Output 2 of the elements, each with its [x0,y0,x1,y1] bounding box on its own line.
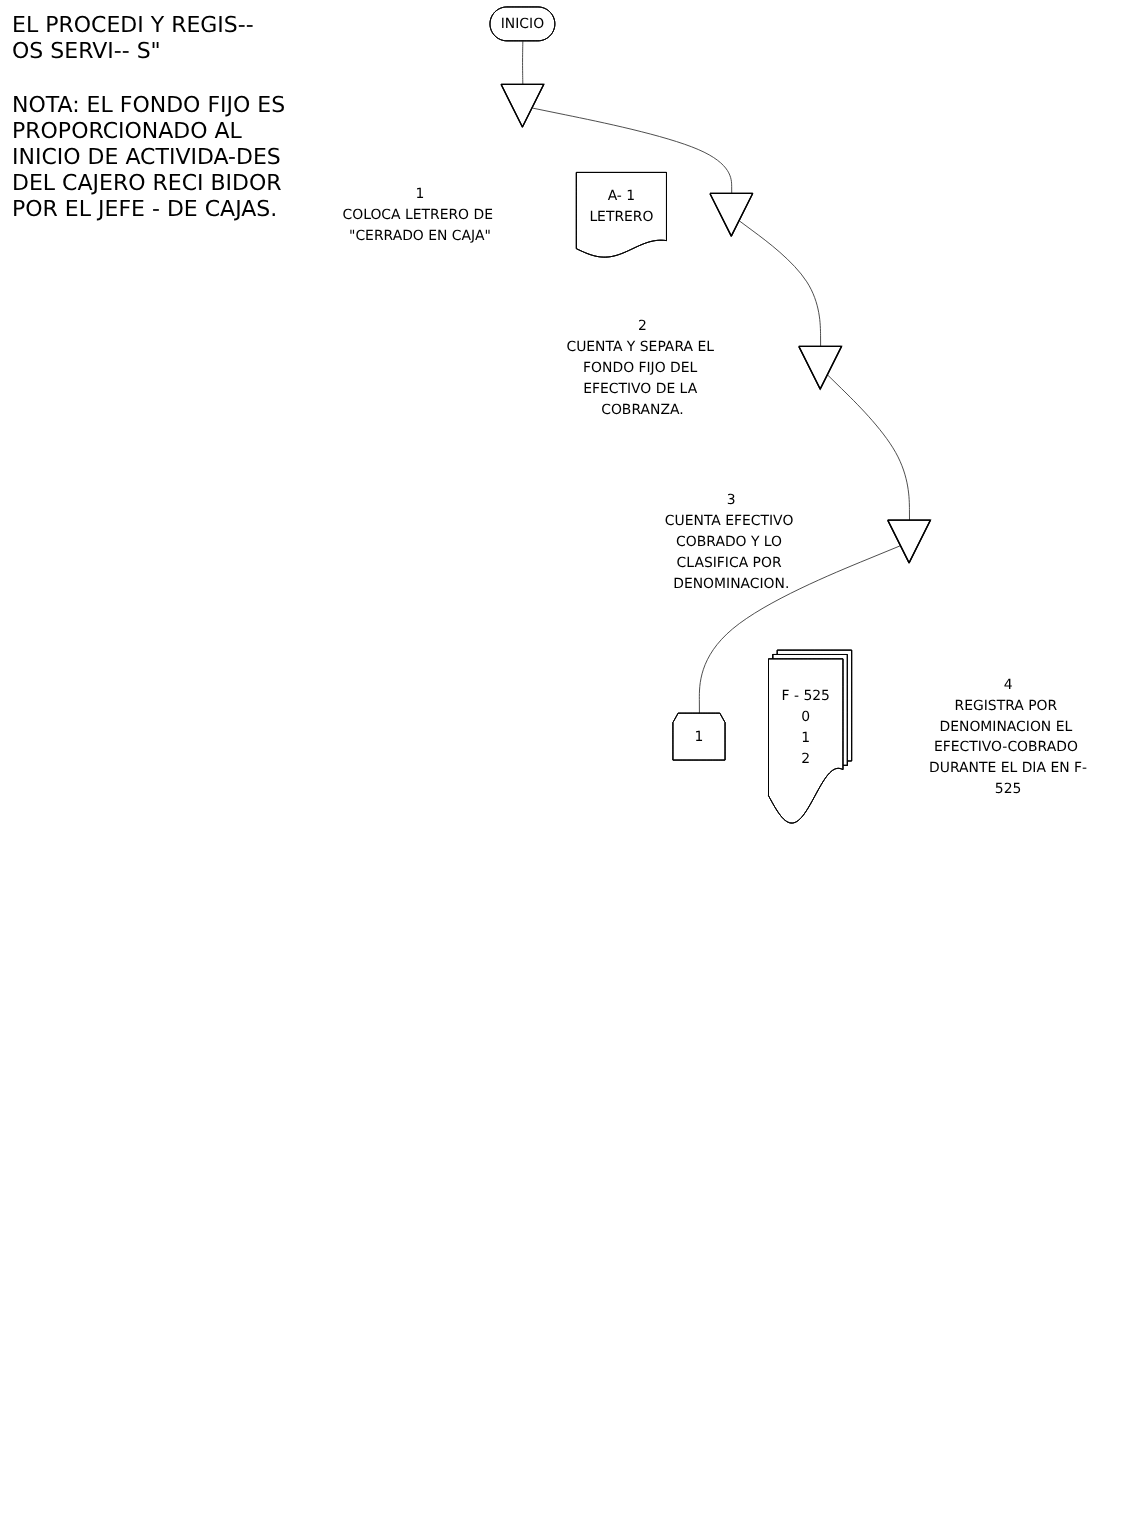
note-text: NOTA: EL FONDO FIJO ES PROPORCIONADO AL INICIO DE ACTIVIDA-DES DEL CAJERO RECI BIDOR POR EL JEFE - DE CAJAS. [12,92,288,222]
note-text: EL PROCEDI Y REGIS-- OS SERVI-- S" [12,12,256,64]
